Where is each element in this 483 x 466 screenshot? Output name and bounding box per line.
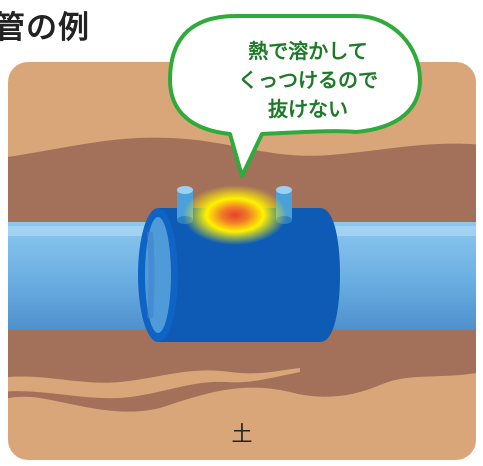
pipe-highlight-left [8, 226, 158, 236]
soil-layer-upper [8, 137, 476, 222]
pipe-right [320, 222, 476, 330]
callout-line-3: 抜けない [268, 97, 348, 121]
heat-glow [183, 185, 287, 245]
page-title: 管の例 [0, 10, 90, 46]
callout-text: 熱で溶かして くっつけるので 抜けない [208, 37, 408, 124]
soil-label: 土 [231, 422, 253, 446]
fusion-fitting [138, 208, 340, 342]
callout-line-2: くっつけるので [238, 68, 378, 92]
pipe-left [8, 222, 158, 330]
callout-line-1: 熱で溶かして [248, 39, 368, 63]
pipe-highlight-right [320, 226, 476, 236]
soil-strip [8, 368, 300, 399]
callout-bubble [168, 14, 422, 178]
